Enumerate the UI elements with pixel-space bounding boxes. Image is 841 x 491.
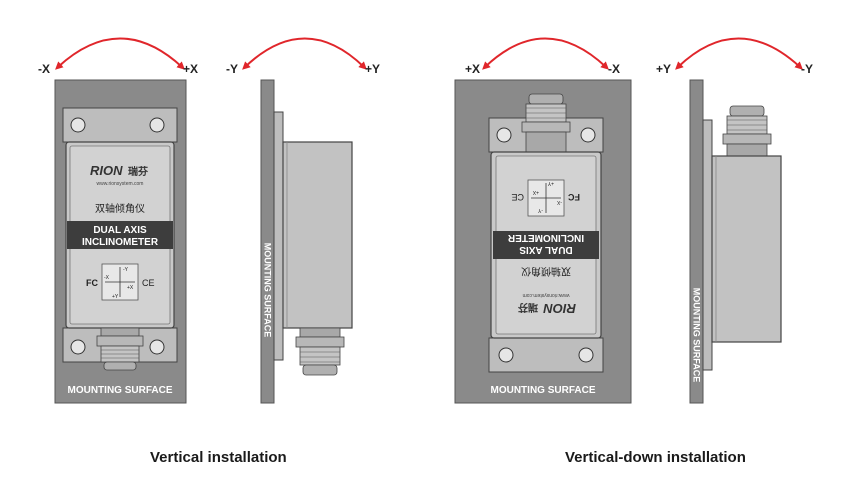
vertical-front-arrow bbox=[55, 37, 185, 70]
vertical-side-arrow bbox=[242, 37, 367, 70]
vertical-down-front-website: www.rionsystem.com bbox=[523, 292, 570, 298]
vertical-side-cable-gland bbox=[295, 327, 345, 376]
vertical-down-side-arrow bbox=[675, 37, 803, 70]
vertical-down-front-product-cn: 双轴倾角仪 bbox=[521, 265, 571, 278]
vertical-side-surface-label: MOUNTING SURFACE bbox=[263, 243, 273, 338]
vertical-side-mounting-surface bbox=[260, 79, 275, 404]
axis-label-pos-x: +X bbox=[532, 189, 539, 195]
mount-hole bbox=[149, 339, 165, 355]
vertical-down-front-arrow bbox=[482, 37, 609, 70]
vertical-down-front-face-panel: RION 瑞芬 www.rionsystem.com 双轴倾角仪 DUAL AX… bbox=[493, 155, 599, 335]
vertical-side-arrow-right-label: +Y bbox=[365, 62, 380, 76]
vertical-front-ce-mark: CE bbox=[142, 278, 155, 288]
vertical-down-side-flange bbox=[702, 119, 713, 371]
vertical-front-cable-gland bbox=[96, 327, 144, 371]
vertical-down-front-brand-cn: 瑞芬 bbox=[517, 301, 538, 314]
axis-label-neg-y: -Y bbox=[123, 267, 129, 273]
vertical-front-band-line1: DUAL AXIS bbox=[93, 225, 147, 236]
mount-hole bbox=[580, 127, 596, 143]
vertical-down-front-brand: RION bbox=[543, 301, 576, 316]
vertical-installation-caption: Vertical installation bbox=[150, 449, 287, 466]
vertical-down-side-arrow-right-label: -Y bbox=[801, 62, 813, 76]
vertical-down-front-surface-label: MOUNTING SURFACE bbox=[491, 385, 596, 396]
vertical-down-front-arrow-right-label: -X bbox=[608, 62, 620, 76]
vertical-down-front-label-band bbox=[493, 231, 599, 259]
mount-hole bbox=[578, 347, 594, 363]
vertical-front-label-band bbox=[67, 221, 173, 249]
axis-label-neg-y: -Y bbox=[537, 207, 543, 213]
vertical-down-front-band-line2: INCLINOMETER bbox=[507, 232, 584, 243]
vertical-front-product-cn: 双轴倾角仪 bbox=[95, 202, 145, 215]
vertical-front-brand-cn: 瑞芬 bbox=[128, 165, 149, 178]
vertical-down-side-cable-gland bbox=[722, 105, 772, 157]
vertical-front-band-line2: INCLINOMETER bbox=[82, 237, 159, 248]
vertical-down-side-device-body bbox=[711, 155, 782, 343]
vertical-side-flange bbox=[273, 111, 284, 361]
vertical-front-website: www.rionsystem.com bbox=[97, 181, 144, 187]
axis-label-pos-y: +Y bbox=[547, 180, 554, 186]
vertical-front-arrow-left-label: -X bbox=[38, 62, 50, 76]
vertical-front-brand: RION bbox=[90, 163, 123, 178]
vertical-front-arrow-right-label: +X bbox=[183, 62, 198, 76]
vertical-down-front-fc-mark: FC bbox=[568, 192, 580, 202]
axis-label-neg-x: -X bbox=[104, 275, 110, 281]
mount-hole bbox=[149, 117, 165, 133]
mount-hole bbox=[70, 339, 86, 355]
vertical-front-fc-mark: FC bbox=[86, 278, 98, 288]
vertical-down-front-band-line1: DUAL AXIS bbox=[519, 244, 573, 255]
vertical-side-arrow-left-label: -Y bbox=[226, 62, 238, 76]
vertical-down-front-ce-mark: CE bbox=[511, 192, 524, 202]
vertical-down-installation-caption: Vertical-down installation bbox=[565, 449, 746, 466]
mount-hole bbox=[498, 347, 514, 363]
vertical-down-front-cable-gland bbox=[521, 93, 571, 153]
axis-label-neg-x: -X bbox=[556, 199, 562, 205]
vertical-down-side-surface-label: MOUNTING SURFACE bbox=[692, 288, 702, 383]
vertical-front-surface-label: MOUNTING SURFACE bbox=[68, 385, 173, 396]
vertical-down-front-arrow-left-label: +X bbox=[465, 62, 480, 76]
vertical-down-side-arrow-left-label: +Y bbox=[656, 62, 671, 76]
vertical-side-device-body bbox=[282, 141, 353, 329]
axis-label-pos-x: +X bbox=[127, 285, 134, 291]
mount-hole bbox=[70, 117, 86, 133]
axis-label-pos-y: +Y bbox=[112, 294, 119, 300]
mount-hole bbox=[496, 127, 512, 143]
